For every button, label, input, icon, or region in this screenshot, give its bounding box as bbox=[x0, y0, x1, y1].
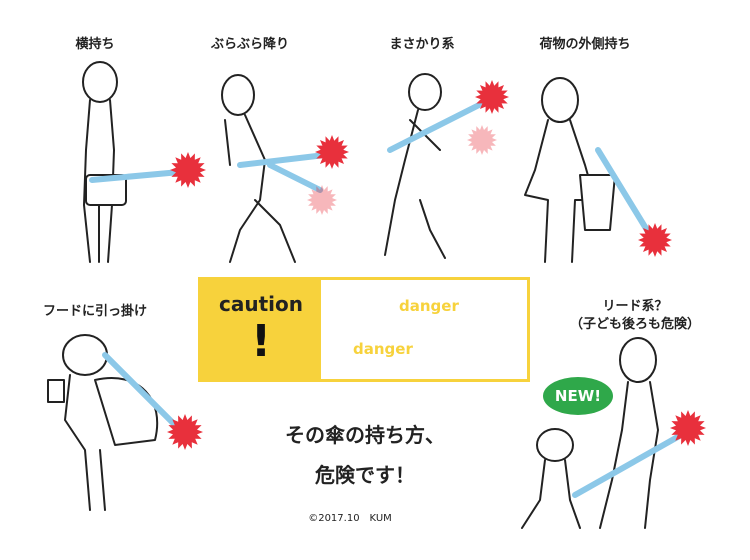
headline: その傘の持ち方、 危険です！ bbox=[285, 415, 445, 495]
label-sideways: 横持ち bbox=[75, 37, 115, 52]
new-badge: NEW! bbox=[543, 377, 613, 415]
figure-hood bbox=[47, 334, 159, 511]
headline-line1: その傘の持ち方、 bbox=[285, 423, 445, 447]
starburst-icon bbox=[167, 414, 203, 450]
label-hood: フードに引っ掛け bbox=[42, 304, 148, 319]
copyright: ©2017.10 KUM bbox=[308, 513, 392, 524]
umbrella bbox=[595, 147, 653, 238]
umbrella bbox=[237, 152, 328, 193]
figure-outside-bag bbox=[524, 77, 616, 263]
figure-parent bbox=[599, 337, 659, 529]
label-leash-line2: （子ども後ろも危険） bbox=[569, 317, 701, 332]
starburst-icon bbox=[638, 223, 672, 257]
exclamation-icon: ! bbox=[250, 316, 272, 367]
starburst-icon bbox=[315, 135, 349, 169]
umbrella bbox=[387, 99, 488, 153]
figure-swinging bbox=[221, 74, 296, 263]
caution-panel: caution ! danger danger bbox=[198, 277, 530, 382]
danger-bursts bbox=[167, 80, 706, 450]
label-leash: リード系？ （子ども後ろも危険） bbox=[570, 298, 700, 334]
danger-label-1: danger bbox=[399, 297, 459, 315]
caution-yellow-block bbox=[201, 280, 321, 379]
caution-word: caution bbox=[219, 292, 303, 316]
starburst-icon bbox=[467, 125, 497, 155]
label-axe: まさかり系 bbox=[389, 37, 455, 52]
umbrella bbox=[572, 427, 693, 498]
label-swinging: ぶらぶら降り bbox=[210, 37, 290, 52]
starburst-icon bbox=[170, 152, 206, 188]
figure-child bbox=[521, 428, 581, 529]
umbrella bbox=[89, 169, 183, 183]
danger-label-2: danger bbox=[353, 340, 413, 358]
starburst-icon bbox=[475, 80, 509, 114]
label-outside-bag: 荷物の外側持ち bbox=[539, 37, 631, 52]
umbrella bbox=[102, 352, 178, 428]
headline-line2: 危険です！ bbox=[315, 463, 415, 487]
starburst-icon bbox=[307, 185, 337, 215]
label-leash-line1: リード系？ bbox=[602, 299, 668, 314]
figure-axe bbox=[384, 73, 446, 259]
figure-sideways bbox=[82, 61, 127, 263]
starburst-icon bbox=[670, 410, 706, 446]
